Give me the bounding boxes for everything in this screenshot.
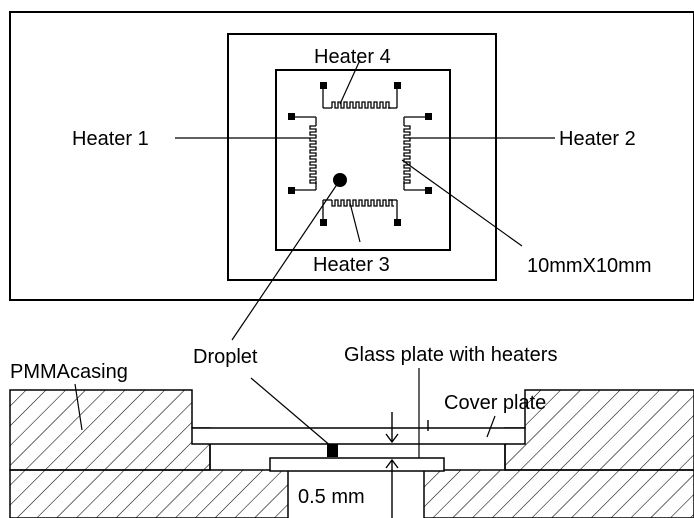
label-glass-plate: Glass plate with heaters — [344, 344, 557, 366]
heater-1 — [288, 113, 317, 194]
cover-plate — [191, 427, 526, 445]
heater-4 — [320, 82, 401, 109]
droplet-block — [327, 444, 338, 457]
label-pmma-casing: PMMAcasing — [10, 361, 128, 383]
pmma-casing — [9, 389, 694, 518]
cross-section: PMMAcasing Droplet Glass plate with heat… — [9, 344, 694, 518]
label-chamber-size: 10mmX10mm — [527, 255, 651, 277]
chamber-outline — [275, 69, 451, 251]
gap-dimension — [385, 412, 429, 518]
leader-lines-top — [175, 59, 555, 341]
heater-3 — [320, 199, 401, 226]
label-heater-3: Heater 3 — [313, 254, 390, 276]
label-droplet: Droplet — [193, 346, 258, 368]
label-gap: 0.5 mm — [298, 486, 365, 508]
label-heater-1: Heater 1 — [72, 128, 149, 150]
top-view-panel: Heater 4 Heater 1 Heater 2 Heater 3 10mm… — [9, 11, 694, 341]
label-heater-4: Heater 4 — [314, 46, 391, 68]
glass-plate — [269, 457, 445, 472]
glass-plate-outline — [227, 33, 497, 281]
leader-lines-bottom — [74, 368, 496, 458]
outer-frame — [9, 11, 694, 301]
heater-2 — [403, 113, 432, 194]
label-heater-2: Heater 2 — [559, 128, 636, 150]
label-cover-plate: Cover plate — [444, 392, 546, 414]
